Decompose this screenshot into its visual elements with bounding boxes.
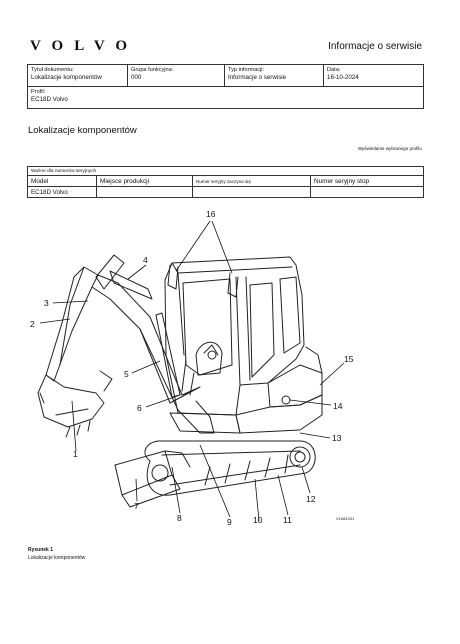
callout-11: 11: [283, 515, 292, 525]
callout-7: 7: [134, 501, 139, 511]
callout-12: 12: [306, 494, 316, 504]
callout-6: 6: [137, 403, 142, 413]
callout-labels: 16 4 3 2 5 6 1 7 8 9 10 11 12 13 14 15 V…: [30, 209, 355, 527]
doc-title-cell: Tytuł dokumentu: Lokalizacje komponentów: [27, 64, 128, 87]
cell-serial-stop: [310, 186, 424, 198]
section-title: Lokalizacje komponentów: [28, 125, 137, 136]
profile-label: Profil:: [31, 89, 46, 95]
serial-numbers-block: Ważne dla numerów seryjnych Model Miejsc…: [27, 166, 424, 198]
cell-model: EC18D Volvo: [27, 186, 97, 198]
col-production-site: Miejsce produkcji: [96, 175, 193, 187]
excavator-figure: 16 4 3 2 5 6 1 7 8 9 10 11 12 13 14 15 V…: [0, 205, 460, 540]
document-meta-table: Tytuł dokumentu: Lokalizacje komponentów…: [27, 64, 424, 109]
excavator-outline: [37, 254, 323, 508]
figure-caption-text: Lokalizacje komponentów: [28, 555, 86, 561]
show-selected-profile-link[interactable]: Wyświetlanie wybranego profilu: [357, 146, 422, 151]
leader-lines: [39, 220, 345, 522]
callout-13: 13: [332, 433, 342, 443]
date-value: 16-10-2024: [327, 74, 359, 81]
serial-header-row: Model Miejsce produkcji Numer seryjny za…: [27, 175, 424, 187]
info-type-cell: Typ informacji: Informacje o serwisie: [224, 64, 324, 87]
callout-10: 10: [253, 515, 263, 525]
serial-caption: Ważne dla numerów seryjnych: [27, 166, 424, 175]
callout-16: 16: [206, 209, 216, 219]
function-group-cell: Grupa funkcyjna: 000: [127, 64, 225, 87]
col-serial-stop: Numer seryjny stop: [310, 175, 424, 187]
profile-value: EC18D Volvo: [31, 96, 68, 103]
excavator-drawing: 16 4 3 2 5 6 1 7 8 9 10 11 12 13 14 15 V…: [30, 209, 355, 527]
serial-table: Model Miejsce produkcji Numer seryjny za…: [27, 175, 424, 198]
figure-ref-code: V1081031: [336, 516, 355, 521]
cell-serial-start: [192, 186, 311, 198]
callout-5: 5: [124, 369, 129, 379]
function-group-value: 000: [131, 74, 142, 81]
info-type-value: Informacje o serwisie: [228, 74, 287, 81]
callout-3: 3: [44, 298, 49, 308]
col-serial-start: Numer seryjny zaczyna się: [192, 175, 311, 187]
col-model: Model: [27, 175, 97, 187]
callout-15: 15: [344, 354, 354, 364]
doc-title-label: Tytuł dokumentu:: [31, 67, 74, 73]
profile-cell: Profil: EC18D Volvo: [27, 86, 424, 109]
doc-title-value: Lokalizacje komponentów: [31, 74, 102, 81]
info-type-label: Typ informacji:: [228, 67, 265, 73]
callout-2: 2: [30, 319, 35, 329]
cell-production-site: [96, 186, 193, 198]
volvo-logo: VOLVO: [30, 38, 139, 54]
callout-1: 1: [73, 449, 78, 459]
table-row: EC18D Volvo: [27, 186, 424, 198]
callout-4: 4: [143, 255, 148, 265]
date-cell: Data: 16-10-2024: [323, 64, 424, 87]
function-group-label: Grupa funkcyjna:: [131, 67, 174, 73]
service-info-title: Informacje o serwisie: [328, 41, 422, 52]
callout-14: 14: [333, 401, 343, 411]
callout-9: 9: [227, 517, 232, 527]
date-label: Data:: [327, 67, 341, 73]
callout-8: 8: [177, 513, 182, 523]
figure-caption-title: Rysunek 1: [28, 547, 54, 553]
